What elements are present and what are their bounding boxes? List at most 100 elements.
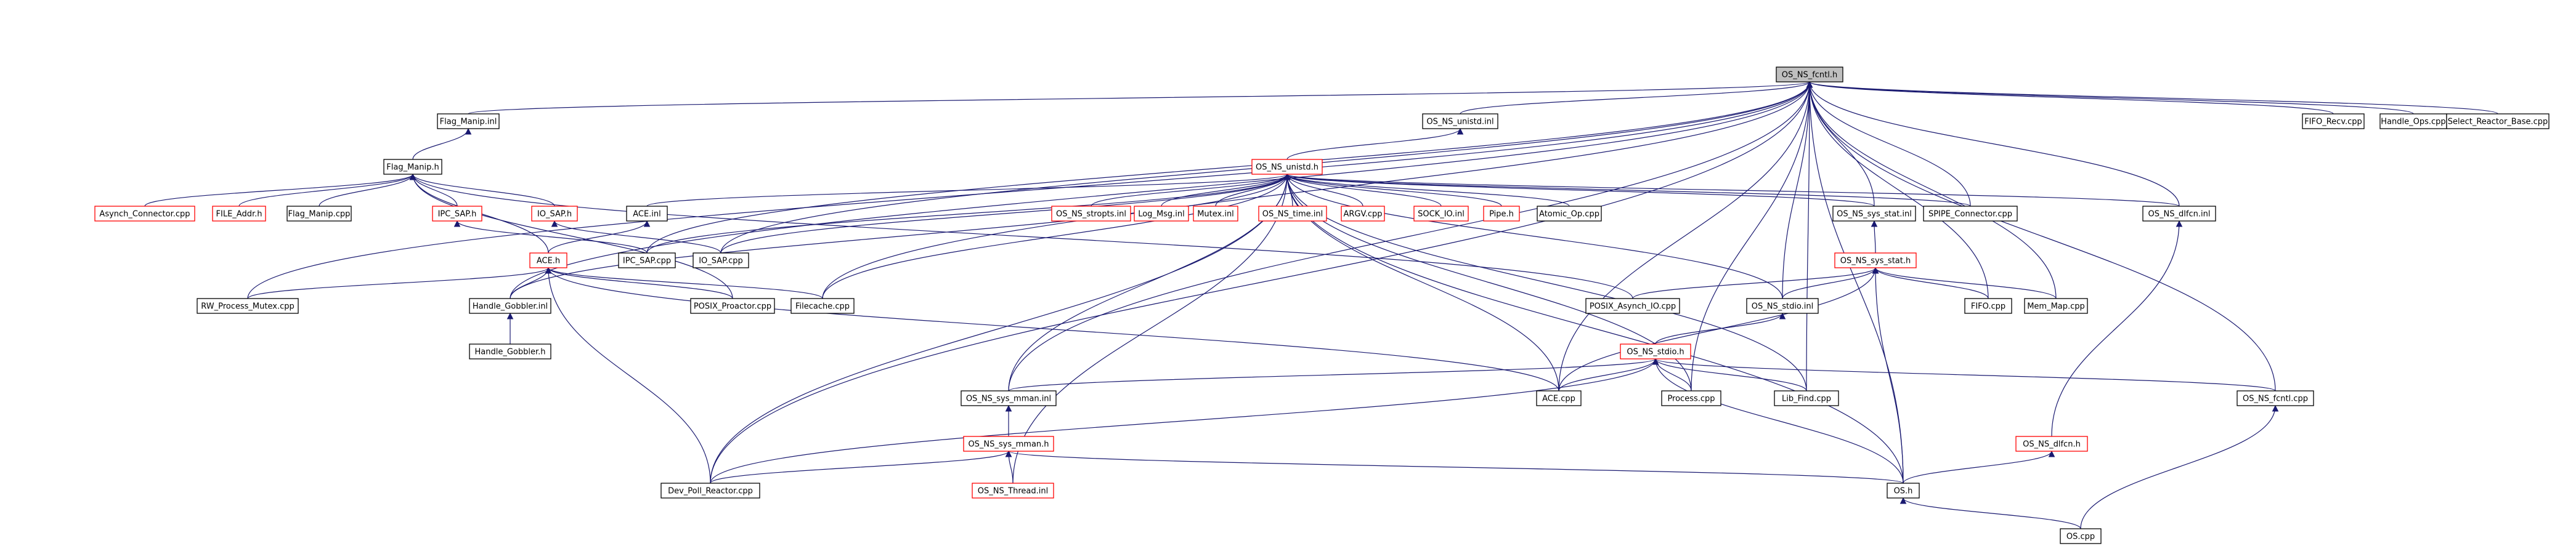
edge-ipc_sap_cpp-to-ipc_sap_h — [453, 220, 648, 254]
node-box — [1832, 206, 1916, 222]
node-handle-gobbler-h[interactable]: Handle_Gobbler.h — [469, 343, 551, 359]
node-file-addr[interactable]: FILE_Addr.h — [212, 206, 266, 222]
node-sock-io[interactable]: SOCK_IO.inl — [1413, 206, 1469, 222]
node-box — [626, 206, 668, 222]
node-os-cpp[interactable]: OS.cpp — [2060, 528, 2102, 544]
edge-io_sap_h-to-flag_manip_h — [409, 173, 555, 207]
node-os-ns-sys-mman-inl[interactable]: OS_NS_sys_mman.inl — [961, 390, 1057, 406]
node-ace-inl[interactable]: ACE.inl — [626, 206, 668, 222]
edge-os_h-to-os_ns_stdio_h — [1652, 358, 1904, 484]
node-box — [531, 206, 578, 222]
node-select-reactor[interactable]: Select_Reactor_Base.cpp — [2446, 113, 2550, 129]
node-os-h[interactable]: OS.h — [1887, 483, 1920, 499]
edge-os_ns_dlfcn_inl-to-root — [1806, 81, 2180, 207]
node-label: Flag_Manip.inl — [440, 118, 497, 127]
node-rw-process-mutex[interactable]: RW_Process_Mutex.cpp — [197, 298, 299, 314]
edge-pipe_h-to-os_ns_unistd_h — [1283, 173, 1502, 207]
node-filecache[interactable]: Filecache.cpp — [790, 298, 855, 314]
node-box — [972, 483, 1054, 499]
node-io-sap-cpp[interactable]: IO_SAP.cpp — [693, 252, 749, 268]
edge-io_sap_cpp-to-io_sap_h — [551, 220, 721, 254]
node-label: OS_NS_sys_stat.inl — [1837, 210, 1912, 219]
node-dev-poll-reactor[interactable]: Dev_Poll_Reactor.cpp — [660, 483, 760, 499]
node-os-ns-thread-inl[interactable]: OS_NS_Thread.inl — [972, 483, 1054, 499]
node-box — [469, 343, 551, 359]
node-box — [2142, 206, 2216, 222]
node-os-ns-sys-stat-inl[interactable]: OS_NS_sys_stat.inl — [1832, 206, 1916, 222]
node-argv[interactable]: ARGV.cpp — [1341, 206, 1385, 222]
node-os-ns-stdio-inl[interactable]: OS_NS_stdio.inl — [1746, 298, 1819, 314]
node-handle-ops[interactable]: Handle_Ops.cpp — [2379, 113, 2447, 129]
node-flag-manip-cpp[interactable]: Flag_Manip.cpp — [286, 206, 352, 222]
node-os-ns-stropts[interactable]: OS_NS_stropts.inl — [1051, 206, 1131, 222]
node-root[interactable]: OS_NS_fcntl.h — [1776, 66, 1843, 82]
node-os-ns-time[interactable]: OS_NS_time.inl — [1258, 206, 1327, 222]
node-flag-manip-h[interactable]: Flag_Manip.h — [383, 159, 442, 175]
node-atomic-op[interactable]: Atomic_Op.cpp — [1537, 206, 1602, 222]
edge-os_ns_stdio_inl-to-root — [1782, 81, 1813, 299]
node-mem-map[interactable]: Mem_Map.cpp — [2024, 298, 2088, 314]
node-box — [690, 298, 775, 314]
edge-os_ns_thread_inl-to-os_ns_sys_mman_h — [1005, 450, 1014, 484]
node-label: Pipe.h — [1489, 210, 1514, 219]
node-os-ns-fcntl-cpp[interactable]: OS_NS_fcntl.cpp — [2237, 390, 2314, 406]
edge-os_ns_unistd_inl-to-root — [1460, 81, 1813, 114]
node-box — [2015, 436, 2088, 452]
node-os-ns-sys-stat-h[interactable]: OS_NS_sys_stat.h — [1834, 252, 1917, 268]
node-ipc-sap-h[interactable]: IPC_SAP.h — [432, 206, 482, 222]
node-os-ns-dlfcn-inl[interactable]: OS_NS_dlfcn.inl — [2142, 206, 2216, 222]
node-label: OS_NS_fcntl.cpp — [2243, 395, 2308, 404]
node-label: IO_SAP.cpp — [699, 257, 743, 266]
node-fifo-cpp[interactable]: FIFO.cpp — [1964, 298, 2012, 314]
node-mutex-inl[interactable]: Mutex.inl — [1193, 206, 1238, 222]
node-box — [2024, 298, 2088, 314]
node-label: SPIPE_Connector.cpp — [1928, 210, 2012, 219]
node-pipe-h[interactable]: Pipe.h — [1483, 206, 1520, 222]
node-posix-asynch-io[interactable]: POSIX_Asynch_IO.cpp — [1585, 298, 1680, 314]
node-ace-cpp[interactable]: ACE.cpp — [1536, 390, 1582, 406]
node-os-ns-stdio-h[interactable]: OS_NS_stdio.h — [1620, 343, 1691, 359]
node-os-ns-sys-mman-h[interactable]: OS_NS_sys_mman.h — [963, 436, 1054, 452]
edge-filecache-to-root — [822, 81, 1813, 299]
edge-atomic_op-to-os_ns_unistd_h — [1283, 173, 1570, 207]
node-handle-gobbler-inl[interactable]: Handle_Gobbler.inl — [469, 298, 551, 314]
node-lib-find[interactable]: Lib_Find.cpp — [1774, 390, 1839, 406]
node-label: OS_NS_stropts.inl — [1056, 210, 1126, 219]
edge-filecache-to-ace_h — [545, 267, 823, 299]
edge-posix_asynch_io-to-os_ns_sys_stat_h — [1632, 267, 1879, 299]
node-label: RW_Process_Mutex.cpp — [201, 302, 294, 311]
node-os-ns-unistd-inl[interactable]: OS_NS_unistd.inl — [1422, 113, 1498, 129]
edge-ace_cpp-to-root — [1558, 81, 1813, 391]
edge-io_sap_cpp-to-os_ns_unistd_h — [720, 173, 1291, 254]
edge-os_cpp-to-os_ns_fcntl_cpp — [2080, 404, 2279, 529]
node-box — [1341, 206, 1385, 222]
edge-dev_poll_reactor-to-os_ns_unistd_h — [710, 173, 1291, 484]
node-os-ns-dlfcn-h[interactable]: OS_NS_dlfcn.h — [2015, 436, 2088, 452]
node-label: POSIX_Proactor.cpp — [694, 302, 771, 311]
node-label: OS_NS_Thread.inl — [978, 487, 1049, 496]
node-label: OS_NS_sys_mman.h — [968, 440, 1049, 449]
node-ace-h[interactable]: ACE.h — [529, 252, 567, 268]
node-spipe-connector[interactable]: SPIPE_Connector.cpp — [1923, 206, 2018, 222]
node-label: Handle_Ops.cpp — [2381, 118, 2445, 127]
node-process-cpp[interactable]: Process.cpp — [1661, 390, 1721, 406]
edge-mem_map-to-os_ns_sys_stat_h — [1872, 267, 2057, 299]
edge-os_h-to-os_ns_sys_mman_h — [1006, 450, 1904, 484]
node-io-sap-h[interactable]: IO_SAP.h — [531, 206, 578, 222]
edge-dev_poll_reactor-to-root — [710, 81, 1813, 484]
node-box — [1620, 343, 1691, 359]
node-label: OS_NS_unistd.h — [1256, 163, 1318, 172]
node-posix-proactor[interactable]: POSIX_Proactor.cpp — [690, 298, 775, 314]
edge-os_ns_sys_mman_inl-to-os_ns_stdio_h — [1008, 358, 1659, 391]
edge-os_ns_thread_inl-to-os_ns_unistd_h — [1012, 173, 1291, 484]
node-fifo-recv[interactable]: FIFO_Recv.cpp — [2302, 113, 2365, 129]
node-log-msg[interactable]: Log_Msg.inl — [1134, 206, 1189, 222]
node-label: FIFO_Recv.cpp — [2304, 118, 2362, 127]
node-label: Dev_Poll_Reactor.cpp — [668, 487, 753, 496]
node-os-ns-unistd-h[interactable]: OS_NS_unistd.h — [1251, 159, 1323, 175]
node-asynch-connector[interactable]: Asynch_Connector.cpp — [94, 206, 195, 222]
node-box — [1537, 206, 1602, 222]
edge-flag_manip_inl-to-root — [468, 81, 1813, 114]
node-ipc-sap-cpp[interactable]: IPC_SAP.cpp — [618, 252, 676, 268]
node-flag-manip-inl[interactable]: Flag_Manip.inl — [437, 113, 500, 129]
